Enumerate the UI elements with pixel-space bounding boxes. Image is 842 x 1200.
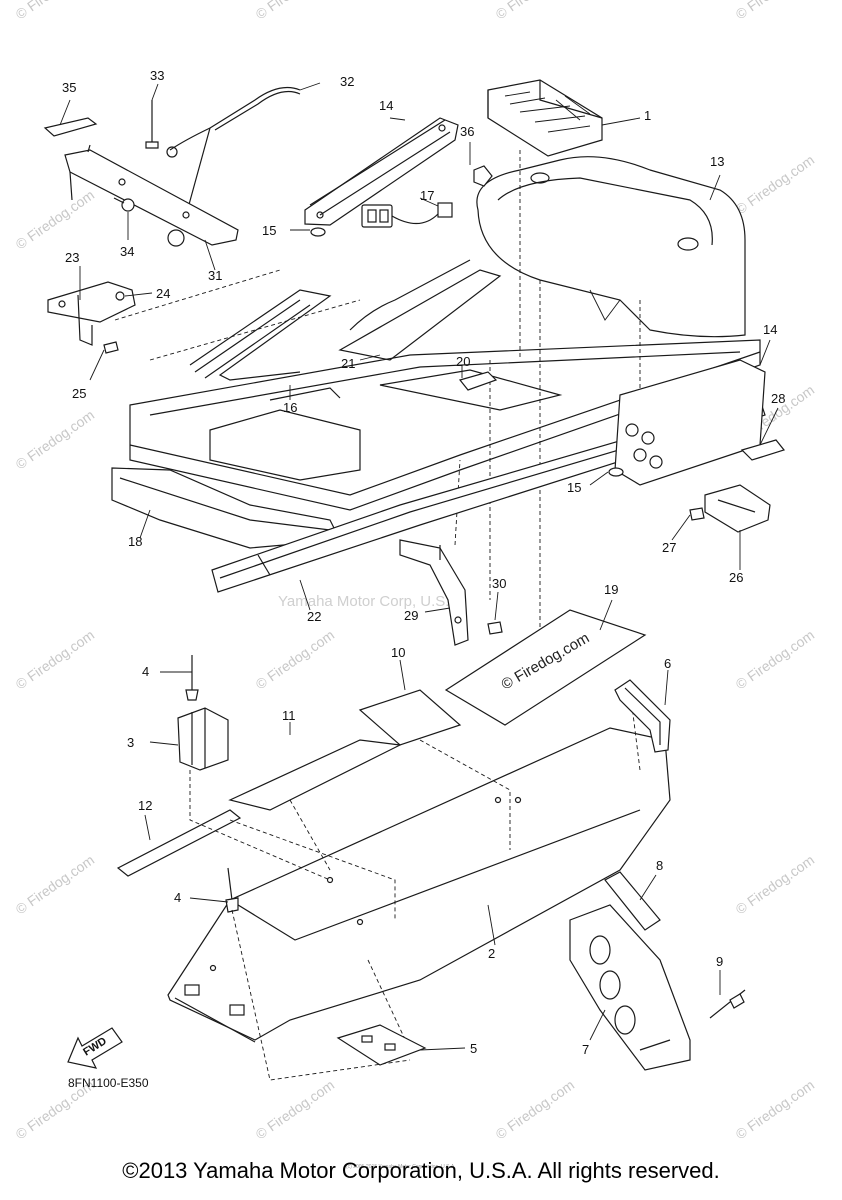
part-2-floor-plate (167, 689, 671, 1043)
callouts: 1 2 3 4 4 5 6 7 8 9 10 11 12 13 14 14 15… (62, 68, 785, 1057)
callout-8: 8 (656, 858, 663, 873)
part-30-bolt (487, 621, 503, 635)
callout-3: 3 (127, 735, 134, 750)
callout-4-lower: 4 (174, 890, 181, 905)
part-17-switch (361, 202, 453, 228)
part-15-washer (310, 227, 624, 477)
watermark: © Firedog.com (253, 627, 338, 693)
watermark: © Firedog.com (493, 0, 578, 22)
callout-22: 22 (307, 609, 321, 624)
part-9-pin (709, 989, 746, 1019)
callout-2: 2 (488, 946, 495, 961)
callout-11: 11 (282, 708, 296, 723)
callout-30: 30 (492, 576, 506, 591)
callout-21: 21 (341, 356, 355, 371)
watermark-credit: Yamaha Motor Corp, U.S.A. (278, 593, 464, 610)
leader-lines (59, 82, 779, 1051)
part-26-hinge (704, 484, 771, 533)
callout-17: 17 (420, 188, 434, 203)
callout-12: 12 (138, 798, 152, 813)
callout-14-upper: 14 (379, 98, 393, 113)
part-8-bumper (604, 871, 661, 931)
callout-31: 31 (208, 268, 222, 283)
watermark: © Firedog.com (733, 627, 818, 693)
copyright-notice: ©2013 Yamaha Motor Corporation, U.S.A. A… (122, 1158, 720, 1183)
part-6-handle (614, 679, 671, 753)
fwd-arrow-icon: FWD (67, 1027, 123, 1069)
part-23-24-latch (47, 281, 136, 346)
watermark: © Firedog.com (733, 0, 818, 22)
callout-15-lower: 15 (567, 480, 581, 495)
callout-14-lower: 14 (763, 322, 777, 337)
part-34-bolt (113, 197, 135, 212)
part-3-bracket (177, 707, 229, 771)
callout-13: 13 (710, 154, 724, 169)
callout-34: 34 (120, 244, 134, 259)
callout-28: 28 (771, 391, 785, 406)
callout-19: 19 (604, 582, 618, 597)
small-credit: (c) 2005-2015 Yamaha Motor Corporation, … (346, 1164, 456, 1170)
callout-24: 24 (156, 286, 170, 301)
watermark: © Firedog.com (733, 1077, 818, 1143)
callout-26: 26 (729, 570, 743, 585)
part-10-pad (358, 689, 462, 746)
callout-27: 27 (662, 540, 676, 555)
watermark: © Firedog.com (253, 0, 338, 22)
part-4-rivet-upper (185, 655, 199, 701)
callout-25: 25 (72, 386, 86, 401)
watermark: © Firedog.com (493, 1077, 578, 1143)
callout-20: 20 (456, 354, 470, 369)
part-25-bolt (103, 341, 119, 354)
callout-9: 9 (716, 954, 723, 969)
part-5-plate (336, 1024, 427, 1066)
watermark: © Firedog.com (13, 852, 98, 918)
part-27-bolt (689, 507, 705, 521)
watermark: © Firedog.com (13, 187, 98, 253)
callout-16: 16 (283, 400, 297, 415)
callout-6: 6 (664, 656, 671, 671)
callout-7: 7 (582, 1042, 589, 1057)
callout-5: 5 (470, 1041, 477, 1056)
part-29-bracket (399, 539, 469, 646)
callout-23: 23 (65, 250, 79, 265)
callout-1: 1 (644, 108, 651, 123)
part-20-pad (458, 371, 498, 391)
watermark: © Firedog.com (13, 0, 98, 22)
callout-18: 18 (128, 534, 142, 549)
callout-32: 32 (340, 74, 354, 89)
part-4-rivet-lower (225, 867, 411, 1081)
part-31-bracket (64, 144, 239, 246)
part-11-strip (228, 739, 403, 811)
diagram-code: 8FN1100-E350 (68, 1076, 149, 1090)
watermark: © Firedog.com (733, 852, 818, 918)
part-35-pad (43, 117, 98, 137)
callout-29: 29 (404, 608, 418, 623)
part-13-rear-cover (476, 156, 746, 338)
part-33-bolt (145, 100, 159, 149)
part-36-clip (473, 165, 493, 187)
watermark: © Firedog.com (253, 1077, 338, 1143)
part-19-floor-mat: © Firedog.com (444, 609, 647, 726)
callout-33: 33 (150, 68, 164, 83)
part-14-side-trim-upper (304, 117, 459, 226)
frame-body (114, 150, 761, 680)
callout-35: 35 (62, 80, 76, 95)
part-7-guard (569, 904, 691, 1071)
part-1-tool-tray (487, 79, 603, 157)
watermark: © Firedog.com (733, 152, 818, 218)
part-12-strip (116, 809, 242, 877)
callout-15-upper: 15 (262, 223, 276, 238)
watermark: © Firedog.com (13, 627, 98, 693)
watermark: © Firedog.com (13, 407, 98, 473)
callout-4-upper: 4 (142, 664, 149, 679)
callout-36: 36 (460, 124, 474, 139)
part-28-pad (740, 439, 786, 461)
callout-10: 10 (391, 645, 405, 660)
